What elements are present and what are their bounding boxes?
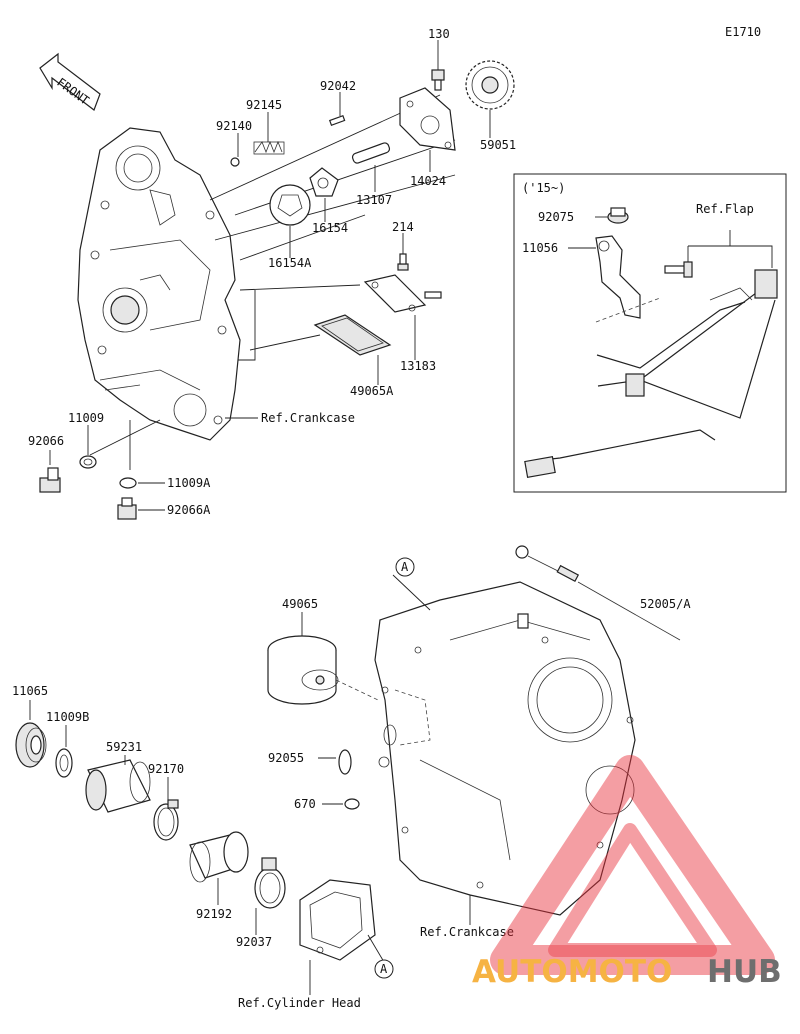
drain-bolt-92066: [39, 467, 61, 493]
inset-frame: [513, 173, 787, 493]
label-92042: 92042: [320, 79, 356, 93]
label-92075: 92075: [538, 210, 574, 224]
rotor-16154a: [269, 184, 311, 226]
label-ref-flap: Ref.Flap: [696, 202, 754, 216]
gear-59051: [465, 60, 515, 110]
flap-rod: [524, 269, 778, 479]
label-11065: 11065: [12, 684, 48, 698]
clamp-92037: [254, 857, 286, 909]
washer-11009b: [55, 748, 73, 778]
rotor-16154: [309, 167, 339, 197]
bearing-11065: [15, 722, 47, 768]
label-13183: 13183: [400, 359, 436, 373]
label-49065: 49065: [282, 597, 318, 611]
label-ref-crankcase-lower: Ref.Crankcase: [420, 925, 514, 939]
label-214: 214: [392, 220, 414, 234]
cylinder-head-piece: [299, 879, 376, 961]
callout-a-top: [395, 557, 415, 577]
washer-11009: [79, 455, 97, 469]
label-16154a: 16154A: [268, 256, 312, 270]
bolt-130: [431, 69, 445, 91]
watermark-automoto: AUTOMOTO: [472, 954, 672, 990]
label-11009: 11009: [68, 411, 104, 425]
dipstick-52005: [515, 545, 681, 641]
label-59051: 59051: [480, 138, 516, 152]
bolt-flap: [664, 261, 693, 278]
label-49065a: 49065A: [350, 384, 394, 398]
bolt-92066a: [117, 497, 137, 520]
callout-a-top-label: A: [401, 560, 409, 574]
label-92037: 92037: [236, 935, 272, 949]
label-52005: 52005/A: [640, 597, 691, 611]
label-92140: 92140: [216, 119, 252, 133]
label-ref-cylinder-head: Ref.Cylinder Head: [238, 996, 361, 1010]
label-92192: 92192: [196, 907, 232, 921]
pin-92042: [328, 114, 346, 126]
plate-13183: [363, 274, 442, 313]
label-13107: 13107: [356, 193, 392, 207]
spring-92145: [253, 140, 285, 155]
shaft-13107: [351, 142, 391, 164]
hose-92192: [189, 831, 249, 883]
oil-filter-49065: [267, 635, 339, 705]
label-92055: 92055: [268, 751, 304, 765]
bolt-214: [397, 253, 409, 271]
label-130: 130: [428, 27, 450, 41]
oring-670: [344, 798, 360, 810]
automotohub-watermark: AUTOMOTO HUB: [472, 755, 782, 990]
screen-49065a: [313, 314, 392, 356]
label-670: 670: [294, 797, 316, 811]
crankcase-lower: [374, 581, 636, 916]
oil-pump-cover-14024: [399, 87, 456, 151]
label-92170: 92170: [148, 762, 184, 776]
clamp-92170: [153, 799, 179, 841]
callout-a-bottom-label: A: [380, 962, 388, 976]
diagram-code: E1710: [725, 25, 761, 39]
label-92066a: 92066A: [167, 503, 211, 517]
label-11009a: 11009A: [167, 476, 211, 490]
ball-92140: [230, 157, 240, 167]
label-ref-crankcase-upper: Ref.Crankcase: [261, 411, 355, 425]
nut-92075: [607, 207, 629, 224]
label-11056: 11056: [522, 241, 558, 255]
front-arrow-icon: FRONT: [39, 52, 101, 111]
crankcase-cover: [77, 127, 241, 441]
bracket-11056: [595, 235, 641, 319]
label-92066: 92066: [28, 434, 64, 448]
label-92145: 92145: [246, 98, 282, 112]
inset-year: ('15~): [522, 181, 565, 195]
label-16154: 16154: [312, 221, 348, 235]
washer-11009a: [119, 477, 137, 489]
label-14024: 14024: [410, 174, 446, 188]
oring-92055: [338, 749, 352, 775]
label-11009b: 11009B: [46, 710, 89, 724]
watermark-hub: HUB: [707, 954, 782, 990]
callout-a-bottom: [374, 959, 394, 979]
pipe-59231: [85, 759, 151, 813]
label-59231: 59231: [106, 740, 142, 754]
